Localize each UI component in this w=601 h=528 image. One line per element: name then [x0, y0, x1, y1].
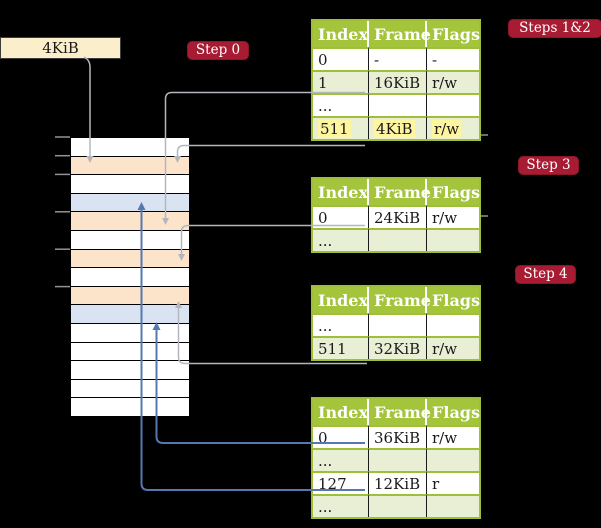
- memory-frame-row-6-orange: [71, 249, 189, 269]
- column-header-flags: Flags: [427, 399, 480, 425]
- memory-frame-row-12-white: [71, 361, 189, 380]
- table-row: ...: [313, 448, 479, 471]
- table-cell: r/w: [427, 70, 479, 93]
- table-cell: r/w: [427, 425, 479, 448]
- table-cell: r/w: [427, 336, 479, 359]
- column-header-frame: Frame: [369, 287, 431, 313]
- table-cell: ...: [313, 313, 369, 336]
- memory-frame-row-2-white: [71, 175, 189, 194]
- badge-steps-1-2: Steps 1&2: [509, 20, 601, 37]
- memory-frame-row-11-white: [71, 342, 189, 362]
- table-cell: 36KiB: [369, 425, 427, 448]
- table-cell: 32KiB: [369, 336, 427, 359]
- table-cell: [369, 93, 427, 116]
- table-cell: 24KiB: [369, 205, 427, 228]
- column-header-index: Index: [313, 287, 369, 313]
- table-cell: 0: [313, 425, 369, 448]
- table-row: 511 4KiB r/w: [313, 116, 479, 139]
- table-cell: 0: [313, 47, 369, 70]
- table-row: 0--: [313, 47, 479, 70]
- highlighted-value: 511: [318, 119, 351, 138]
- page-size-label-box: 4KiB: [0, 37, 121, 59]
- column-header-flags: Flags: [427, 287, 480, 313]
- table-cell: 4KiB: [369, 116, 427, 139]
- highlighted-value: 4KiB: [374, 119, 415, 138]
- column-header-flags: Flags: [427, 179, 480, 205]
- table-cell: 511: [313, 116, 369, 139]
- memory-frame-row-5-white: [71, 230, 189, 250]
- table-row: ...: [313, 313, 479, 336]
- table-cell: 12KiB: [369, 471, 427, 494]
- table-cell: 0: [313, 205, 369, 228]
- memory-ticks: [55, 136, 70, 288]
- table-row: ...: [313, 228, 479, 251]
- table-cell: [369, 448, 427, 471]
- badge-step-3: Step 3: [519, 157, 578, 174]
- column-header-frame: Frame: [369, 399, 431, 425]
- table-cell: ...: [313, 93, 369, 116]
- table-cell: 127: [313, 471, 369, 494]
- memory-frame-row-13-white: [71, 379, 189, 399]
- table-cell: [369, 494, 427, 517]
- table-row: ...: [313, 93, 479, 116]
- table-cell: -: [369, 47, 427, 70]
- table-cell: [369, 313, 427, 336]
- memory-frame-row-14-white: [71, 398, 189, 416]
- table-cell: [427, 313, 479, 336]
- badge-step-0: Step 0: [188, 42, 248, 59]
- table-cell: r/w: [427, 116, 479, 139]
- badge-step-4: Step 4: [516, 266, 575, 283]
- table-cell: [427, 448, 479, 471]
- column-header-index: Index: [313, 399, 369, 425]
- column-header-flags: Flags: [427, 21, 480, 47]
- memory-frame-row-7-white: [71, 268, 189, 287]
- column-header-index: Index: [313, 21, 369, 47]
- table-cell: 16KiB: [369, 70, 427, 93]
- highlighted-value: r/w: [432, 119, 462, 138]
- column-header-frame: Frame: [369, 21, 431, 47]
- memory-frame-row-9-blue: [71, 305, 189, 324]
- memory-frame-row-10-white: [71, 323, 189, 343]
- page-size-label: 4KiB: [42, 39, 79, 57]
- table-cell: [427, 494, 479, 517]
- memory-frame-row-8-orange: [71, 286, 189, 306]
- table-cell: 1: [313, 70, 369, 93]
- arrow-table1-entry511-to-frame: [174, 144, 365, 163]
- memory-frame-row-3-blue: [71, 193, 189, 213]
- table-cell: r/w: [427, 205, 479, 228]
- table-cell: [427, 228, 479, 251]
- table-cell: ...: [313, 448, 369, 471]
- table-row: ...: [313, 494, 479, 517]
- column-header-index: Index: [313, 179, 369, 205]
- column-header-frame: Frame: [369, 179, 431, 205]
- table-cell: r: [427, 471, 479, 494]
- table-cell: [427, 93, 479, 116]
- table-cell: [369, 228, 427, 251]
- table-cell: ...: [313, 494, 369, 517]
- memory-frame-row-1-orange: [71, 156, 189, 176]
- table-cell: 511: [313, 336, 369, 359]
- table-cell: ...: [313, 228, 369, 251]
- memory-frame-row-4-orange: [71, 212, 189, 231]
- memory-frame-row-0-white: [71, 138, 189, 157]
- physical-memory-column: [70, 137, 190, 417]
- table-cell: -: [427, 47, 479, 70]
